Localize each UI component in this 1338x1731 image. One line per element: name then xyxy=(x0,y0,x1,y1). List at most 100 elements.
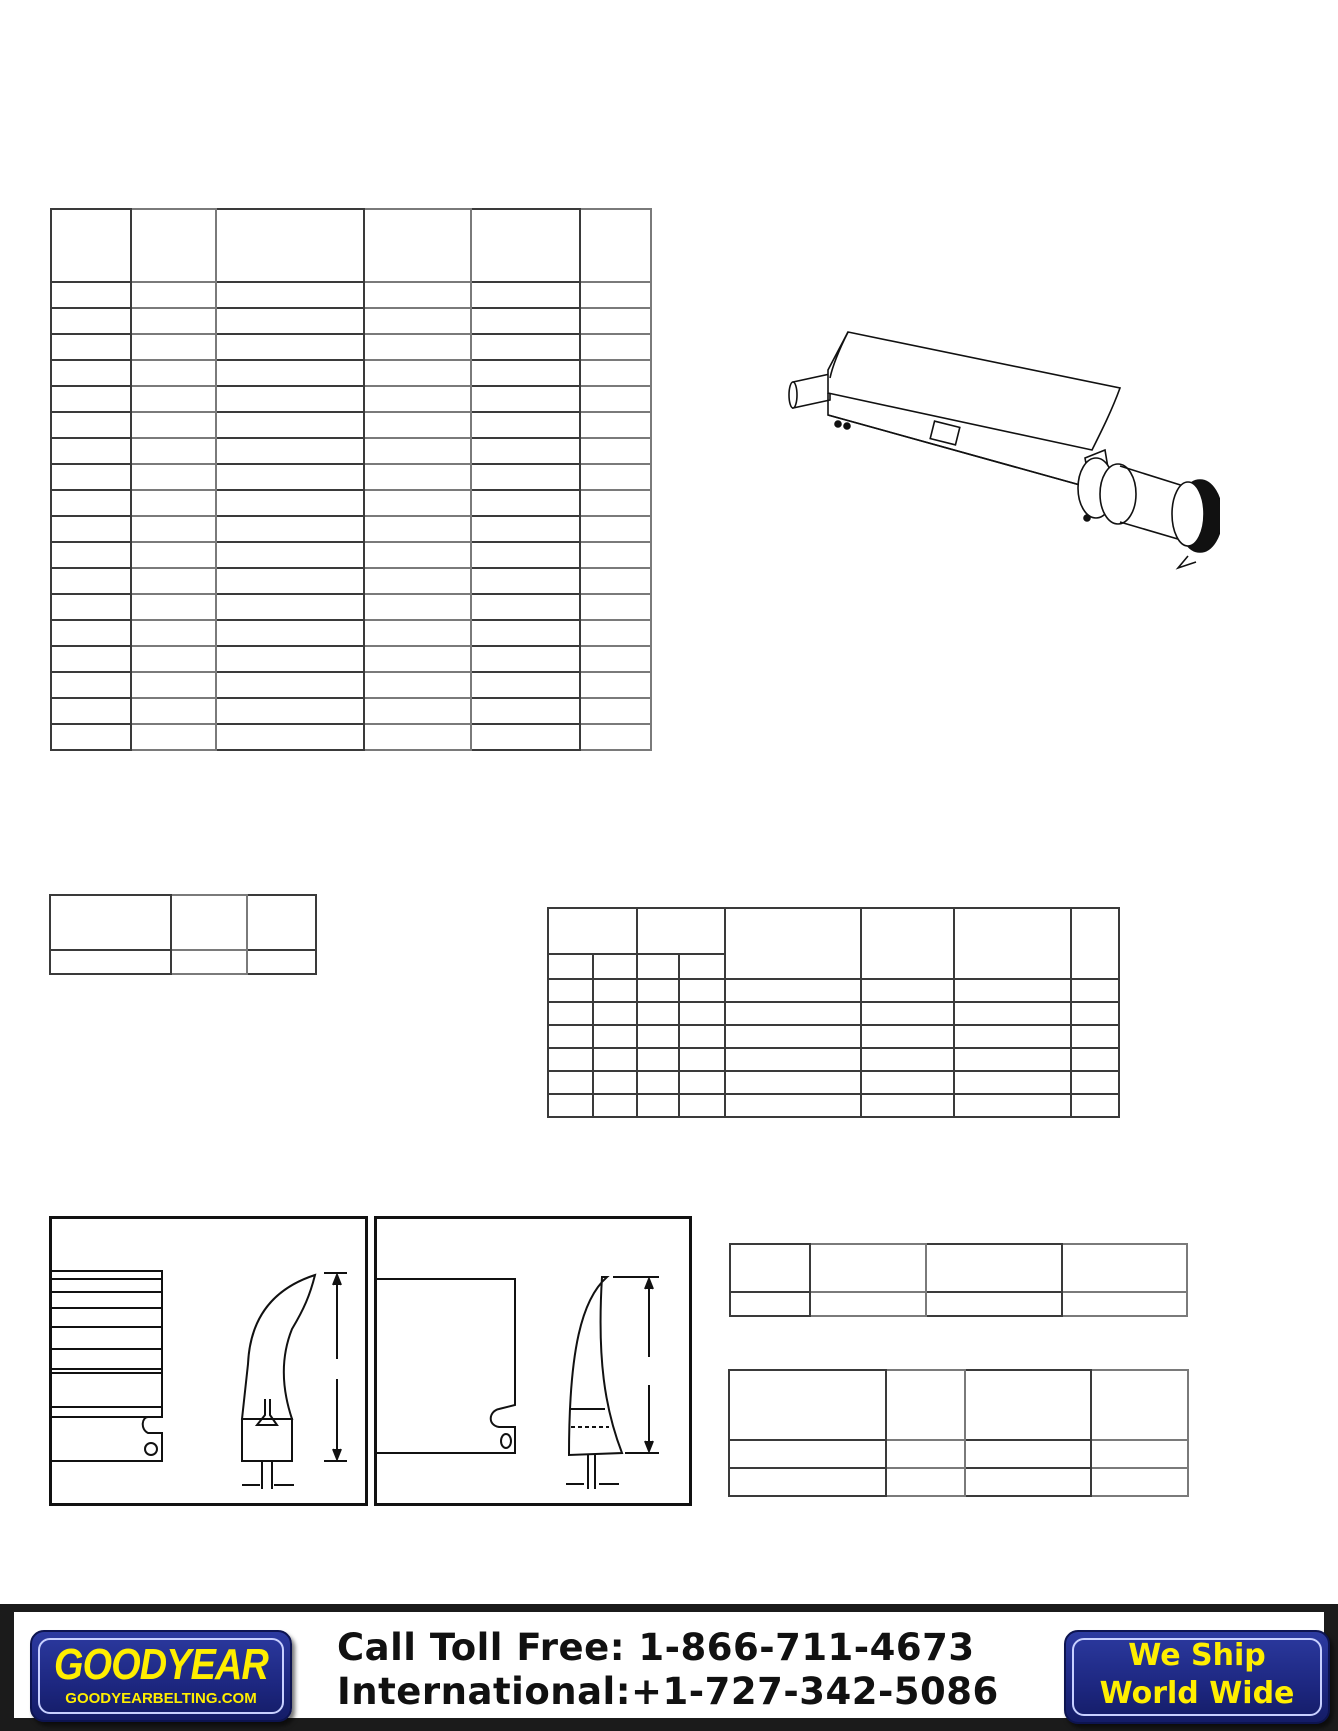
table-cell xyxy=(547,1093,594,1118)
table-cell xyxy=(809,1291,927,1317)
table-cell xyxy=(1070,1001,1120,1026)
table-cell xyxy=(678,1001,726,1026)
table-cell xyxy=(547,978,594,1003)
table-cell xyxy=(50,208,132,283)
table-cell xyxy=(470,489,581,517)
table-cell xyxy=(636,1070,680,1095)
subheader-cell xyxy=(547,953,594,980)
table-cell xyxy=(860,978,955,1003)
table-cell xyxy=(50,359,132,387)
subheader-cell xyxy=(636,953,680,980)
table-cell xyxy=(885,1369,966,1441)
table-cell xyxy=(953,978,1072,1003)
table-cell xyxy=(215,437,365,465)
table-cell xyxy=(215,385,365,413)
table-cell xyxy=(363,208,472,283)
table-cell xyxy=(130,385,217,413)
table-cell xyxy=(470,567,581,595)
table-cell xyxy=(860,1024,955,1049)
table-cell xyxy=(470,671,581,699)
blade-table-a xyxy=(729,1243,1188,1317)
table-cell xyxy=(215,619,365,647)
table-cell xyxy=(363,515,472,543)
logo-url: GOODYEARBELTING.COM xyxy=(65,1690,257,1707)
table-cell xyxy=(130,411,217,439)
table-row xyxy=(50,697,652,725)
table-cell xyxy=(592,1024,638,1049)
table-cell xyxy=(50,723,132,751)
table-cell xyxy=(363,385,472,413)
logo-brand: GOODYEAR xyxy=(54,1640,269,1689)
table-cell xyxy=(130,489,217,517)
table-cell xyxy=(579,281,652,309)
table-cell xyxy=(50,411,132,439)
table-cell xyxy=(50,463,132,491)
table-row xyxy=(50,489,652,517)
table-cell xyxy=(130,723,217,751)
table-cell xyxy=(363,593,472,621)
table-cell xyxy=(130,593,217,621)
table-cell xyxy=(470,619,581,647)
blade-table-b xyxy=(728,1369,1189,1497)
table-cell xyxy=(592,1070,638,1095)
table-row xyxy=(547,1001,1120,1026)
toll-free-phone[interactable]: Call Toll Free: 1-866-711-4673 xyxy=(337,1626,975,1669)
table-cell xyxy=(363,463,472,491)
blade-profile-drawing-a xyxy=(49,1216,368,1506)
table-cell xyxy=(885,1439,966,1469)
table-cell xyxy=(964,1369,1092,1441)
international-phone[interactable]: International:+1-727-342-5086 xyxy=(337,1670,999,1713)
table-cell xyxy=(636,978,680,1003)
table-cell xyxy=(592,1047,638,1072)
belt-cleaner-assembly-illustration xyxy=(788,331,1220,570)
table-cell xyxy=(130,541,217,569)
table-row xyxy=(729,1291,1188,1317)
table-cell xyxy=(579,437,652,465)
table-cell xyxy=(470,515,581,543)
table-cell xyxy=(363,489,472,517)
table-row xyxy=(50,437,652,465)
table-cell xyxy=(50,645,132,673)
table-cell xyxy=(130,333,217,361)
table-cell xyxy=(925,1291,1063,1317)
table-cell xyxy=(860,1001,955,1026)
table-cell xyxy=(470,541,581,569)
table-cell xyxy=(925,1243,1063,1293)
table-cell xyxy=(678,1024,726,1049)
goodyear-logo[interactable]: GOODYEAR GOODYEARBELTING.COM xyxy=(30,1630,292,1722)
table-cell xyxy=(579,411,652,439)
table-cell xyxy=(1070,1070,1120,1095)
table-header-row xyxy=(50,208,652,283)
table-cell xyxy=(50,515,132,543)
table-row xyxy=(50,593,652,621)
table-cell xyxy=(170,949,248,975)
small-spec-table xyxy=(49,894,317,975)
table-cell xyxy=(678,1093,726,1118)
table-cell xyxy=(215,723,365,751)
table-cell xyxy=(130,619,217,647)
table-row xyxy=(50,463,652,491)
table-cell xyxy=(215,593,365,621)
table-cell xyxy=(579,541,652,569)
table-cell xyxy=(50,697,132,725)
table-cell xyxy=(130,437,217,465)
table-cell xyxy=(246,949,317,975)
table-cell xyxy=(363,281,472,309)
table-header-row xyxy=(547,907,1120,980)
table-cell xyxy=(579,208,652,283)
table-cell xyxy=(363,619,472,647)
table-cell xyxy=(579,671,652,699)
table-cell xyxy=(728,1369,887,1441)
table-cell xyxy=(215,515,365,543)
table-cell xyxy=(1090,1467,1189,1497)
subheader-cell xyxy=(592,953,638,980)
table-cell xyxy=(579,359,652,387)
table-cell xyxy=(636,1047,680,1072)
table-cell xyxy=(470,645,581,673)
table-cell xyxy=(363,307,472,335)
table-row xyxy=(50,333,652,361)
table-cell xyxy=(953,1047,1072,1072)
table-cell xyxy=(215,411,365,439)
table-cell xyxy=(579,307,652,335)
table-cell xyxy=(363,723,472,751)
